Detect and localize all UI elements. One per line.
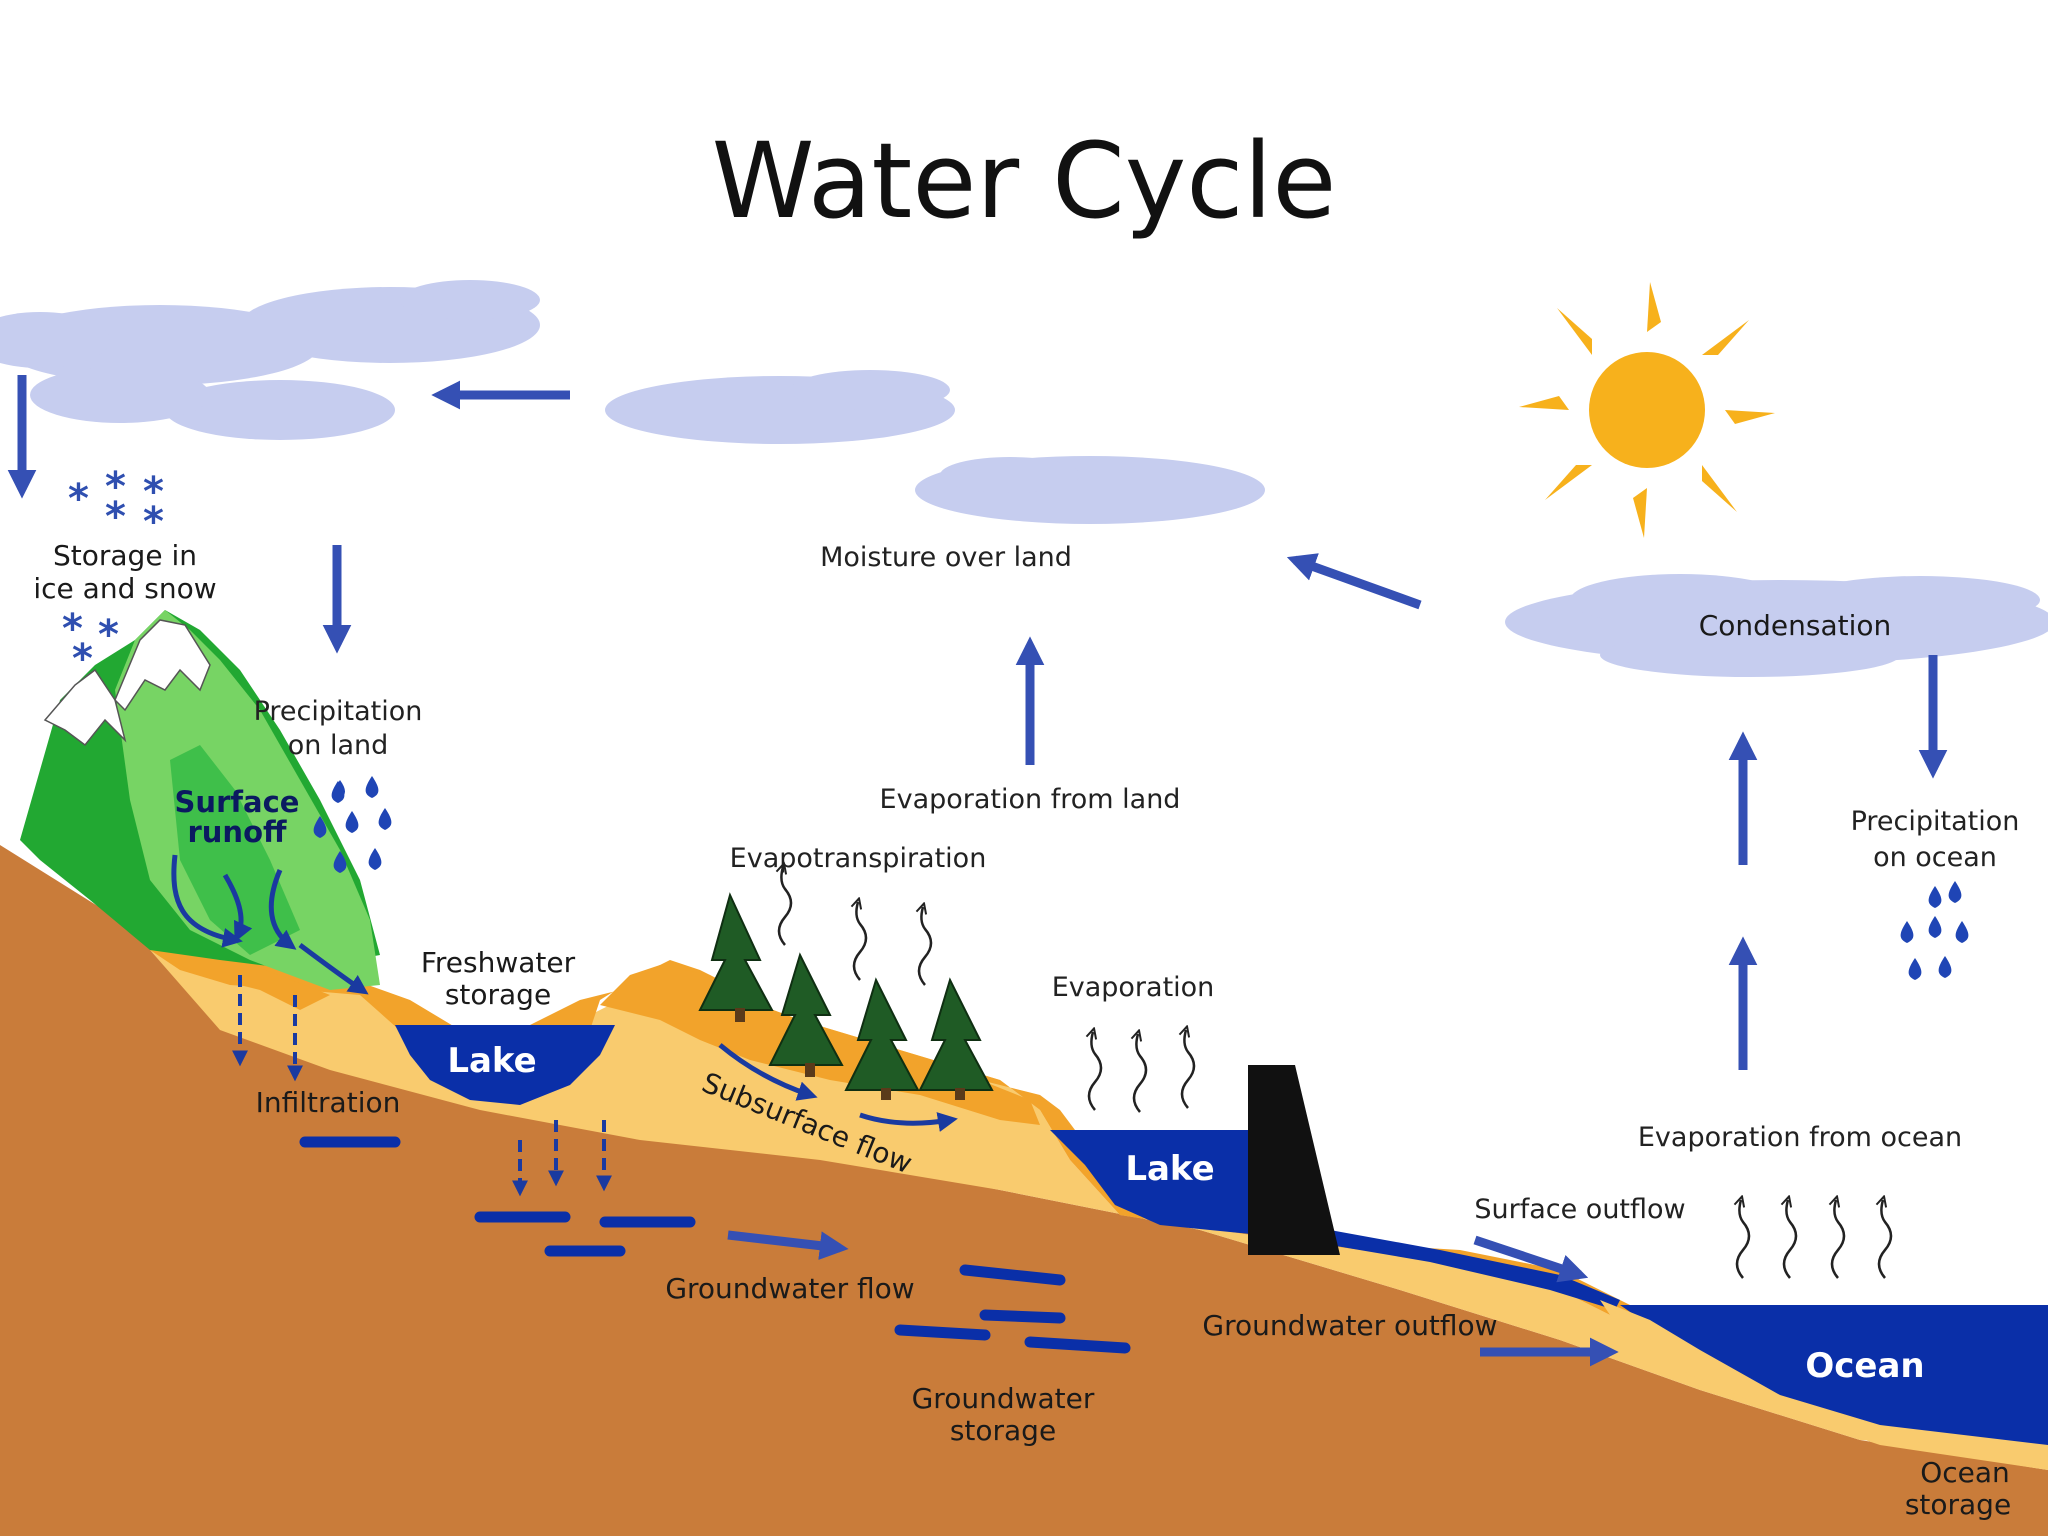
- mountain-snow-left: [43, 668, 127, 747]
- mountain-shade: [170, 745, 300, 955]
- tree-icon: [844, 977, 920, 1100]
- svg-text:*: *: [143, 499, 164, 545]
- groundwater-dashes: [299, 1136, 1131, 1354]
- raindrop-icon: [313, 776, 392, 873]
- label-precipitation-land-2: on land: [288, 730, 389, 761]
- svg-text:*: *: [68, 476, 89, 522]
- soil-light-layer: [150, 950, 2048, 1450]
- mountain-snow-right: [114, 619, 211, 712]
- svg-text:*: *: [62, 606, 83, 652]
- label-evaporation-ocean: Evaporation from ocean: [1638, 1122, 1962, 1153]
- cloud-icon: [0, 280, 540, 440]
- tree-icon: [768, 952, 844, 1077]
- label-condensation: Condensation: [1699, 609, 1892, 642]
- snowflake-icon: *** ** ***: [62, 464, 164, 682]
- cloud-icon: [1505, 574, 2048, 677]
- arrow-icon: [232, 975, 612, 1197]
- label-precipitation-land-1: Precipitation: [254, 696, 423, 727]
- label-lake-2: Lake: [1125, 1149, 1214, 1189]
- label-ocean: Ocean: [1805, 1346, 1924, 1386]
- label-surface-runoff-1: Surface: [175, 785, 300, 819]
- label-evaporation-land: Evaporation from land: [880, 784, 1181, 815]
- label-surface-outflow: Surface outflow: [1474, 1194, 1685, 1225]
- svg-text:*: *: [98, 612, 119, 658]
- label-storage-ice-snow-1: Storage in: [53, 539, 197, 572]
- sun-icon: [1519, 282, 1775, 538]
- label-groundwater-flow: Groundwater flow: [665, 1272, 914, 1305]
- label-precipitation-ocean-1: Precipitation: [1851, 806, 2020, 837]
- tree-icon: [918, 977, 994, 1100]
- ocean-water: [1620, 1305, 2048, 1465]
- mountain-front: [115, 610, 380, 990]
- label-groundwater-storage-2: storage: [950, 1414, 1056, 1447]
- label-ocean-storage-2: storage: [1905, 1488, 2011, 1521]
- label-evaporation: Evaporation: [1052, 972, 1215, 1003]
- raindrop-icon: [1900, 881, 1969, 980]
- arrow-icon: [7, 375, 1948, 1367]
- cloud-icon: [605, 370, 955, 444]
- lake-2-water: [1050, 1130, 1260, 1235]
- svg-text:*: *: [143, 469, 164, 515]
- label-ocean-storage-1: Ocean: [1920, 1456, 2010, 1489]
- arrow-icon: [779, 867, 1893, 1279]
- label-surface-runoff-2: runoff: [187, 815, 287, 849]
- label-evapotranspiration: Evapotranspiration: [730, 843, 987, 874]
- label-lake-1: Lake: [447, 1041, 536, 1081]
- svg-text:*: *: [105, 494, 126, 540]
- ocean-floor: [1600, 1300, 2048, 1470]
- arrow-icon: [171, 854, 958, 1132]
- river-outflow: [1330, 1230, 1620, 1310]
- slide-title: Water Cycle: [711, 120, 1337, 242]
- tree-icon: [698, 892, 774, 1022]
- label-storage-ice-snow-2: ice and snow: [33, 572, 216, 605]
- svg-text:*: *: [72, 636, 93, 682]
- lake-1-water: [395, 1025, 615, 1105]
- cloud-icon: [915, 456, 1265, 524]
- soil-base: [0, 845, 2048, 1536]
- label-infiltration: Infiltration: [256, 1086, 401, 1119]
- label-moisture-over-land: Moisture over land: [820, 542, 1072, 573]
- label-groundwater-outflow: Groundwater outflow: [1202, 1309, 1497, 1342]
- dam-icon: [1248, 1065, 1340, 1255]
- svg-text:*: *: [105, 464, 126, 510]
- label-precipitation-ocean-2: on ocean: [1873, 842, 1997, 873]
- label-freshwater-storage-2: storage: [445, 978, 551, 1011]
- label-freshwater-storage-1: Freshwater: [421, 946, 576, 979]
- label-groundwater-storage-1: Groundwater: [912, 1382, 1095, 1415]
